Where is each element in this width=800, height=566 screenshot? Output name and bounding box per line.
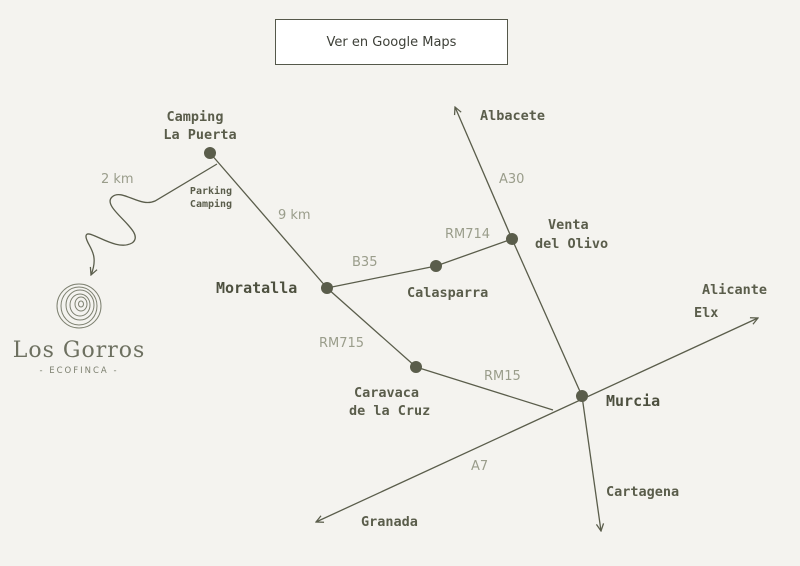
label-parking: Parking — [190, 185, 232, 197]
label-parking-camping: Camping — [190, 198, 232, 210]
label-calasparra: Calasparra — [407, 285, 488, 301]
road-a30-north — [455, 107, 513, 240]
label-elx: Elx — [694, 305, 718, 321]
venta-point — [506, 233, 518, 245]
label-cartagena: Cartagena — [606, 484, 679, 500]
road-label-rm715: RM715 — [319, 336, 364, 351]
camping-point — [204, 147, 216, 159]
road-a7 — [316, 318, 758, 522]
label-murcia: Murcia — [606, 392, 660, 410]
trail-path — [85, 163, 218, 275]
road-a30-south — [511, 238, 583, 397]
tree-rings-icon — [56, 283, 102, 329]
google-maps-button[interactable]: Ver en Google Maps — [275, 19, 508, 65]
road-rm714 — [435, 238, 513, 267]
label-albacete: Albacete — [480, 108, 545, 124]
murcia-point — [576, 390, 588, 402]
caravaca-point — [410, 361, 422, 373]
road-b35 — [326, 265, 437, 289]
logo-name: Los Gorros — [13, 338, 146, 363]
label-del-olivo: del Olivo — [535, 236, 608, 252]
road-label-a30: A30 — [499, 172, 524, 187]
road-label-b35: B35 — [352, 255, 377, 270]
label-venta: Venta — [548, 217, 589, 233]
distance-camping-moratalla: 9 km — [278, 208, 311, 223]
road-label-rm15: RM15 — [484, 369, 521, 384]
road-cartagena — [581, 395, 601, 531]
moratalla-point — [321, 282, 333, 294]
label-la-puerta: La Puerta — [163, 127, 236, 143]
label-camping: Camping — [167, 109, 224, 125]
distance-trail: 2 km — [101, 172, 134, 187]
logo-subtitle: - ECOFINCA - — [39, 366, 118, 376]
road-label-a7: A7 — [471, 459, 488, 474]
road-label-rm714: RM714 — [445, 227, 490, 242]
label-moratalla: Moratalla — [216, 279, 297, 297]
road-camping-moratalla — [209, 152, 328, 289]
label-granada: Granada — [361, 514, 418, 530]
label-caravaca: Caravaca — [354, 385, 419, 401]
label-alicante: Alicante — [702, 282, 767, 298]
calasparra-point — [430, 260, 442, 272]
label-de-la-cruz: de la Cruz — [349, 403, 430, 419]
road-rm715 — [326, 287, 417, 368]
